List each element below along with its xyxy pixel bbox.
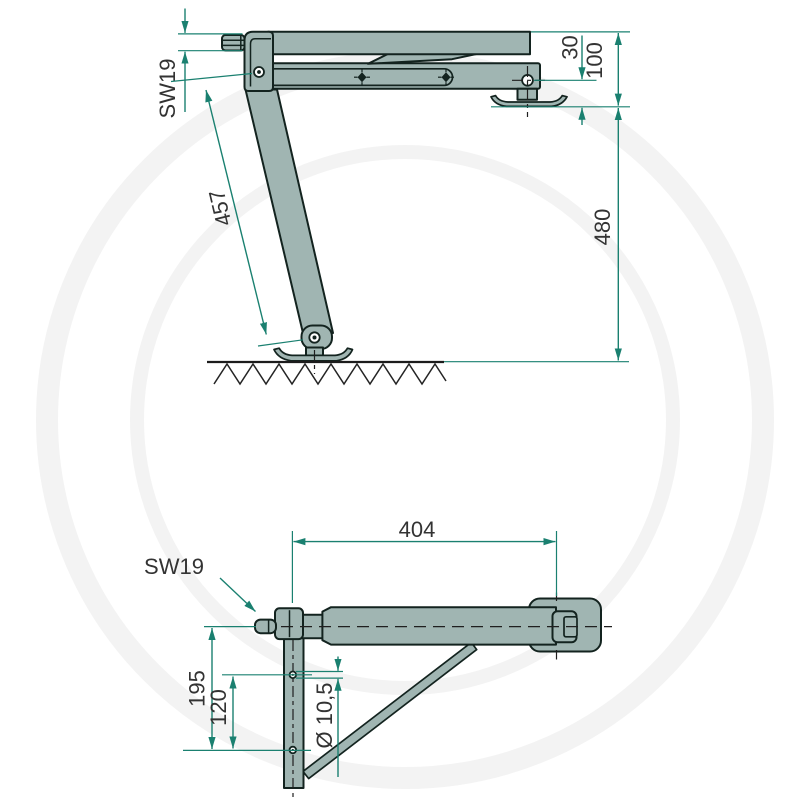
100-label: 100 bbox=[582, 42, 607, 79]
dimension-hole-diameter: Ø 10,5 bbox=[296, 656, 343, 777]
hex-crank-stub bbox=[221, 34, 246, 52]
housing-inner-edge bbox=[249, 38, 271, 87]
sw19-plan-label: SW19 bbox=[144, 554, 204, 579]
support-leg bbox=[244, 88, 334, 334]
mounting-bar bbox=[283, 637, 305, 789]
hole-diameter-label: Ø 10,5 bbox=[312, 682, 337, 748]
dimension-sw19-side: SW19 bbox=[155, 8, 243, 119]
ground-hatching bbox=[213, 362, 447, 386]
label-sw19-plan: SW19 bbox=[144, 554, 256, 613]
arm-foot-plate bbox=[490, 94, 568, 108]
mounting-rail bbox=[267, 30, 531, 56]
watermark bbox=[36, 51, 774, 789]
dimension-404: 404 bbox=[291, 517, 558, 603]
foot-plate bbox=[273, 347, 354, 362]
dimension-30: 30 bbox=[534, 35, 597, 125]
404-label: 404 bbox=[399, 517, 436, 542]
foot-pivot-center bbox=[312, 335, 317, 340]
195-label: 195 bbox=[185, 670, 210, 707]
dimension-480: 480 bbox=[590, 108, 622, 361]
dimension-457: 457 bbox=[170, 72, 304, 347]
plan-view: 404 SW19 195 120 Ø 10,5 bbox=[144, 517, 612, 799]
dimension-100: 100 bbox=[491, 31, 630, 108]
gear-housing bbox=[243, 30, 274, 92]
480-label: 480 bbox=[590, 209, 615, 246]
120-label: 120 bbox=[206, 689, 231, 726]
upper-pivot-center bbox=[257, 70, 261, 74]
outer-tube bbox=[321, 606, 557, 646]
dimension-120: 120 bbox=[206, 674, 312, 749]
slot-pin-marker bbox=[354, 68, 370, 86]
hex-crank-stub-plan bbox=[254, 618, 277, 635]
side-view: SW19 457 30 100 480 bbox=[155, 8, 630, 386]
30-label: 30 bbox=[558, 35, 583, 59]
sw19-side-label: SW19 bbox=[155, 59, 180, 119]
diagonal-brace bbox=[302, 641, 478, 780]
dimension-195: 195 bbox=[183, 625, 311, 752]
slot-pin-marker bbox=[438, 68, 454, 86]
